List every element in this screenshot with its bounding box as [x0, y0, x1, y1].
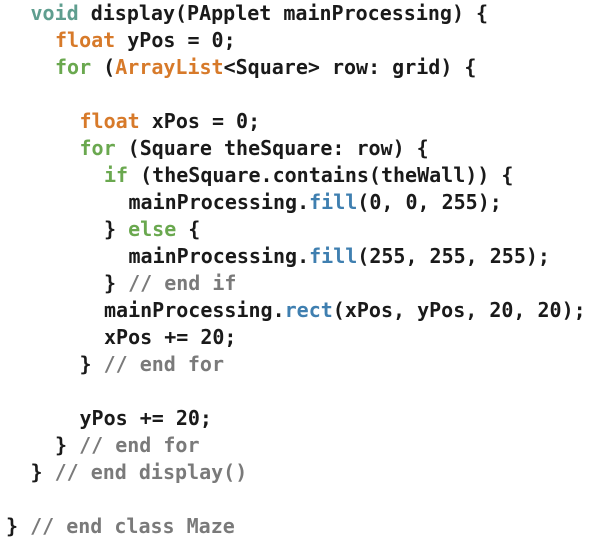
code-line: yPos += 20;	[80, 405, 212, 432]
code-line: mainProcessing.fill(0, 0, 255);	[129, 189, 502, 216]
code-token: (255, 255, 255);	[357, 244, 550, 268]
code-line: } // end for	[55, 432, 200, 459]
code-line: xPos += 20;	[104, 324, 236, 351]
code-token: for	[79, 136, 116, 160]
code-token: xPos = 0;	[139, 109, 261, 133]
code-line: } // end if	[104, 270, 236, 297]
code-token: else	[128, 217, 177, 241]
code-token: fill	[309, 190, 358, 214]
code-token: rect	[284, 298, 333, 322]
code-token: (xPos, yPos, 20, 20);	[332, 298, 586, 322]
code-token: {	[176, 217, 201, 241]
code-token: for	[55, 55, 92, 79]
code-token: mainProcessing.	[128, 244, 310, 268]
code-line: void display(PApplet mainProcessing) {	[31, 0, 489, 27]
code-token: // end if	[128, 271, 237, 295]
code-token: if	[104, 163, 129, 187]
code-token: yPos += 20;	[79, 406, 212, 430]
code-line: } // end display()	[31, 459, 248, 486]
code-token: }	[6, 514, 31, 538]
code-token: mainProcessing.	[128, 190, 310, 214]
code-line: float yPos = 0;	[55, 27, 236, 54]
code-line: } else {	[104, 216, 200, 243]
code-token: (0, 0, 255);	[357, 190, 502, 214]
code-token: }	[55, 433, 80, 457]
code-line: } // end class Maze	[6, 513, 235, 540]
code-token: // end for	[103, 352, 225, 376]
code-token: yPos = 0;	[115, 28, 236, 52]
code-token: void	[30, 1, 79, 25]
code-token: float	[55, 28, 116, 52]
code-token: (theSquare.contains(theWall)) {	[128, 163, 514, 187]
code-token: // end class Maze	[30, 514, 235, 538]
code-line: for (Square theSquare: row) {	[80, 135, 429, 162]
code-line: float xPos = 0;	[80, 108, 261, 135]
code-line: } // end for	[80, 351, 225, 378]
code-line: mainProcessing.rect(xPos, yPos, 20, 20);	[104, 297, 586, 324]
code-token: ArrayList	[115, 55, 224, 79]
code-token: }	[104, 271, 129, 295]
code-line: for (ArrayList<Square> row: grid) {	[55, 54, 476, 81]
code-token: }	[79, 352, 104, 376]
code-token: (	[91, 55, 116, 79]
code-token: }	[30, 460, 55, 484]
code-token: // end for	[79, 433, 200, 457]
code-line: mainProcessing.fill(255, 255, 255);	[129, 243, 550, 270]
code-token: mainProcessing.	[104, 298, 285, 322]
code-token: <Square> row: grid) {	[223, 55, 477, 79]
code-token: display(PApplet mainProcessing) {	[78, 1, 489, 25]
code-token: }	[104, 217, 129, 241]
code-token: float	[79, 109, 140, 133]
code-token: fill	[309, 244, 358, 268]
code-line: if (theSquare.contains(theWall)) {	[104, 162, 513, 189]
code-token: (Square theSquare: row) {	[115, 136, 429, 160]
code-token: xPos += 20;	[104, 325, 237, 349]
code-token: // end display()	[54, 460, 248, 484]
